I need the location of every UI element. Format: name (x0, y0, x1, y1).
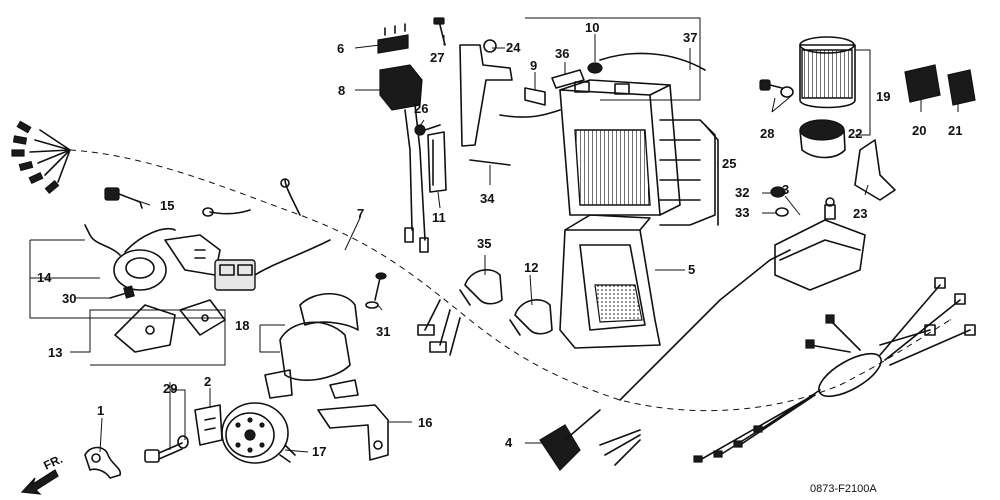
callout-28: 28 (760, 126, 774, 141)
part-16-bracket (317, 404, 389, 461)
callout-10: 10 (585, 20, 599, 35)
callout-3: 3 (782, 182, 789, 197)
part-15-key (104, 187, 143, 209)
callout-1: 1 (97, 403, 104, 418)
part-32-nut (770, 186, 786, 198)
callout-9: 9 (530, 58, 537, 73)
part-1-clip (84, 446, 122, 479)
drawing-code: 0873-F2100A (810, 483, 877, 495)
part-9-clip (524, 87, 546, 106)
front-direction-indicator: FR. (20, 452, 65, 495)
part-21-relay (947, 69, 976, 106)
part-29-bolt-washer (144, 435, 189, 463)
part-25-battery-case (659, 119, 719, 226)
harness-left-connectors (11, 120, 71, 195)
front-arrow-icon (20, 469, 59, 495)
callout-35: 35 (477, 236, 491, 251)
part-19-condenser (799, 36, 856, 109)
callout-13: 13 (48, 345, 62, 360)
callout-30: 30 (62, 291, 76, 306)
part-battery (559, 79, 681, 216)
callout-29: 29 (163, 381, 177, 396)
callout-8: 8 (338, 83, 345, 98)
part-6-fuse (377, 23, 409, 54)
callout-labels: 1 2 3 4 5 6 7 8 9 10 11 12 13 14 15 16 1… (37, 20, 962, 459)
callout-21: 21 (948, 123, 962, 138)
callout-27: 27 (430, 50, 444, 65)
callout-12: 12 (524, 260, 538, 275)
part-3-ignition-coil (619, 197, 866, 401)
callout-2: 2 (204, 374, 211, 389)
part-22-clamp (799, 119, 846, 159)
part-35-band (459, 269, 503, 306)
callout-18: 18 (235, 318, 249, 333)
part-28-bolt-washer (759, 79, 794, 98)
part-8-fuse-holder (379, 64, 429, 253)
part-24-stay (459, 39, 513, 147)
part-26-bolt (414, 124, 441, 136)
part-4-plug-cap (539, 409, 601, 471)
part-37-tube (499, 52, 706, 118)
callout-20: 20 (912, 123, 926, 138)
callout-16: 16 (418, 415, 432, 430)
part-18-clamp (264, 293, 359, 399)
part-14-ignition-switch (84, 224, 256, 291)
callout-5: 5 (688, 262, 695, 277)
front-direction-label: FR. (41, 452, 64, 473)
callout-26: 26 (414, 101, 428, 116)
part-20-relay (904, 64, 941, 103)
callout-24: 24 (506, 40, 521, 55)
callout-32: 32 (735, 185, 749, 200)
callout-36: 36 (555, 46, 569, 61)
part-23-bracket (854, 139, 896, 201)
callout-25: 25 (722, 156, 736, 171)
callout-34: 34 (480, 191, 495, 206)
part-5-battery-tray (559, 214, 661, 349)
leader-lines (29, 17, 959, 453)
main-wire-harness (11, 120, 976, 466)
part-27-bolt (433, 17, 446, 46)
callout-11: 11 (432, 210, 446, 225)
callout-31: 31 (376, 324, 390, 339)
callout-22: 22 (848, 126, 862, 141)
part-31-bolt (365, 272, 387, 309)
part-13-switch-cover (114, 299, 226, 353)
callout-19: 19 (876, 89, 890, 104)
callout-15: 15 (160, 198, 174, 213)
part-11-bracket (427, 131, 447, 193)
callout-23: 23 (853, 206, 867, 221)
callout-7: 7 (357, 206, 364, 221)
part-2-horn-bracket (194, 404, 223, 446)
callout-37: 37 (683, 30, 697, 45)
callout-33: 33 (735, 205, 749, 220)
callout-17: 17 (312, 444, 326, 459)
callout-6: 6 (337, 41, 344, 56)
part-12-band (509, 299, 553, 336)
part-36-terminal (551, 69, 585, 89)
part-33-washer (775, 207, 789, 217)
callout-4: 4 (505, 435, 513, 450)
part-17-horn (221, 402, 296, 464)
harness-right-connectors (599, 277, 976, 466)
part-34-rod (469, 159, 511, 166)
callout-14: 14 (37, 270, 52, 285)
part-10-cap (587, 62, 603, 74)
